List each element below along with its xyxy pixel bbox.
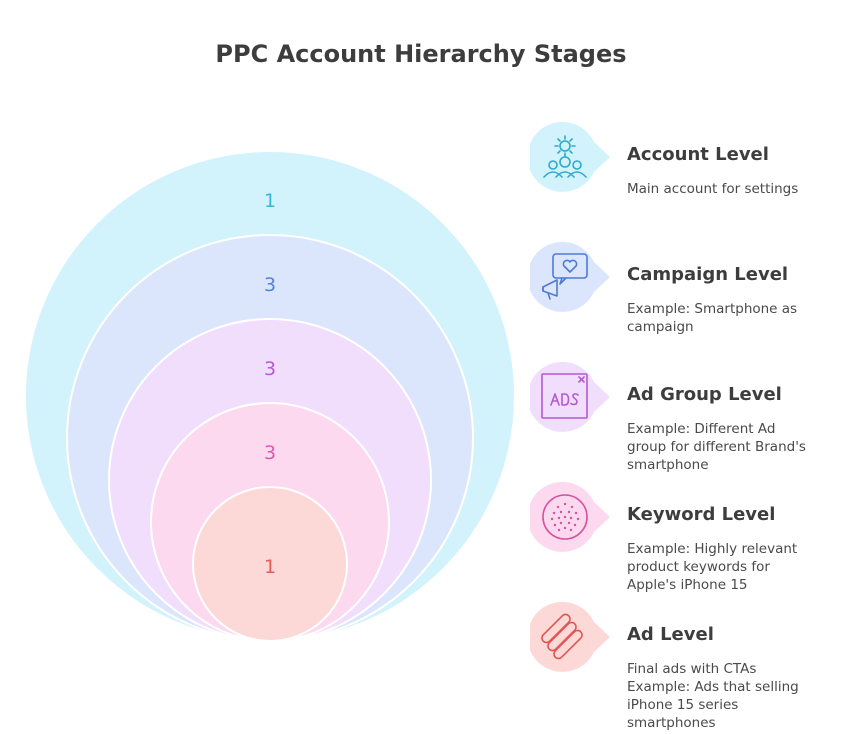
stage-1-title: Account Level bbox=[627, 144, 769, 165]
ring-5-number: 1 bbox=[264, 556, 276, 578]
diagram-title: PPC Account Hierarchy Stages bbox=[215, 40, 627, 68]
stage-4-bubble bbox=[530, 482, 610, 552]
nested-circles: 1 3 3 3 1 bbox=[24, 150, 516, 642]
stage-3-title: Ad Group Level bbox=[627, 384, 782, 405]
dots-circle-icon bbox=[542, 494, 588, 540]
stage-5-desc: Final ads with CTAs Example: Ads that se… bbox=[627, 661, 799, 731]
stage-1-desc: Main account for settings bbox=[627, 181, 799, 197]
ring-2-number: 3 bbox=[264, 274, 276, 296]
stage-5-title: Ad Level bbox=[627, 624, 714, 645]
stage-2-bubble bbox=[530, 242, 610, 312]
ring-3-number: 3 bbox=[264, 358, 276, 380]
stage-5-bubble bbox=[530, 602, 610, 672]
stage-4-title: Keyword Level bbox=[627, 504, 776, 525]
stage-1-bubble bbox=[530, 122, 610, 192]
ring-4-number: 3 bbox=[264, 442, 276, 464]
ring-5 bbox=[192, 486, 348, 642]
stripes-icon bbox=[541, 613, 583, 660]
users-gear-icon bbox=[543, 135, 587, 178]
ads-icon bbox=[541, 373, 588, 419]
stage-3-desc: Example: Different Ad group for differen… bbox=[627, 421, 806, 473]
ring-1-number: 1 bbox=[264, 190, 276, 212]
stage-2-desc: Example: Smartphone as campaign bbox=[627, 301, 798, 335]
stage-3-bubble bbox=[530, 362, 610, 432]
stage-2-title: Campaign Level bbox=[627, 264, 789, 285]
megaphone-heart-icon bbox=[542, 253, 588, 300]
stage-4-desc: Example: Highly relevant product keyword… bbox=[627, 541, 798, 593]
